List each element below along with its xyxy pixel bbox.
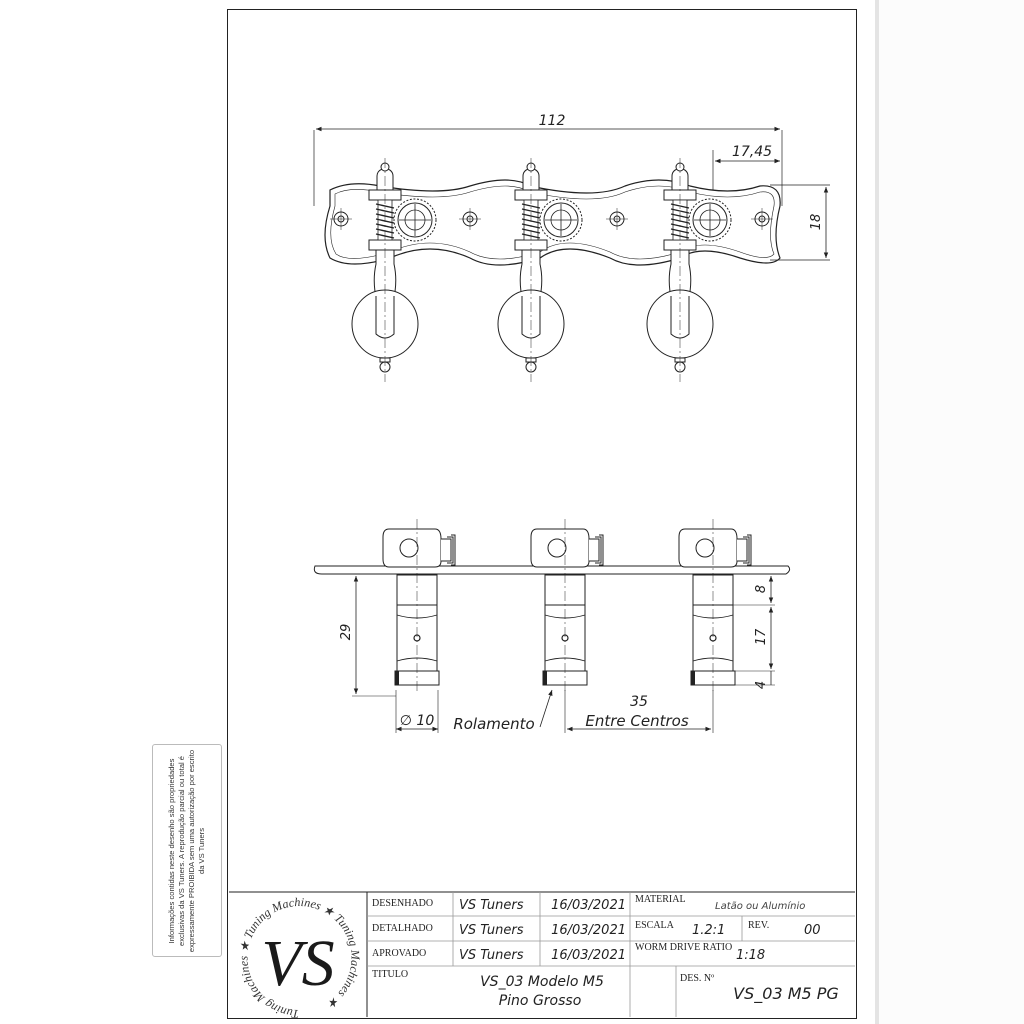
page-edge	[875, 0, 879, 1024]
dimension-plate-height: 18	[770, 184, 830, 261]
side-view: 29 8 17 4 ∅ 10 Rolamento	[313, 518, 791, 733]
dim-35-label: 35	[630, 694, 648, 710]
row-label-detailed: DETALHADO	[372, 923, 433, 934]
dim-1745-label: 17,45	[732, 144, 772, 160]
dimension-post-offset: 17,45	[712, 144, 780, 190]
drawing-number-label: DES. Nº	[680, 973, 714, 984]
tuner-side-2	[530, 518, 604, 694]
drawing-number-value: VS_03 M5 PG	[733, 984, 839, 1004]
dim-4-label: 4	[754, 681, 769, 689]
dim-29-label: 29	[339, 624, 354, 641]
rev-label: REV.	[748, 920, 769, 931]
dim-8-label: 8	[754, 585, 769, 593]
scale-value: 1.2:1	[692, 923, 725, 938]
row-label-approved: APROVADO	[372, 948, 426, 959]
row-date-detailed: 16/03/2021	[551, 923, 626, 938]
dimension-stack: 8 17 4	[733, 573, 775, 689]
screw-hole	[459, 208, 481, 230]
screw-hole	[606, 208, 628, 230]
material-label: MATERIAL	[635, 894, 686, 905]
dim-18-label: 18	[809, 214, 824, 231]
vs-tuners-logo: Tuning Machines ★ Tuning Machines ★ Tuni…	[236, 895, 362, 1021]
dimension-overall-width: 112	[313, 113, 783, 206]
side-plate	[313, 565, 791, 575]
dim-diameter-label: ∅ 10	[400, 713, 435, 729]
spacing-label: Entre Centros	[585, 712, 688, 730]
dim-112-label: 112	[539, 113, 566, 129]
copyright-notice: Informações contidas neste desenho são p…	[152, 744, 222, 957]
page-margin	[879, 0, 1024, 1024]
tuner-side-1	[382, 518, 456, 694]
scale-label: ESCALA	[635, 920, 675, 931]
screw-hole	[751, 208, 773, 230]
row-date-drawn: 16/03/2021	[551, 898, 626, 913]
row-date-approved: 16/03/2021	[551, 948, 626, 963]
drawing-frame	[227, 9, 857, 1019]
dim-17-label: 17	[754, 628, 769, 645]
title-line-2: Pino Grosso	[499, 993, 582, 1009]
screw-hole	[330, 208, 352, 230]
row-name-approved: VS Tuners	[459, 948, 524, 963]
title-block: DESENHADO VS Tuners 16/03/2021 DETALHADO…	[229, 891, 855, 1021]
title-line-1: VS_03 Modelo M5	[480, 974, 604, 990]
tuner-side-3	[678, 518, 752, 694]
top-view: 112 17,45 18	[313, 113, 830, 383]
logo-monogram: VS	[261, 927, 334, 1000]
ratio-value: 1:18	[736, 948, 765, 963]
dimension-diameter: ∅ 10	[395, 690, 439, 733]
dimension-spacing: 35 Entre Centros	[564, 690, 714, 733]
row-label-drawn: DESENHADO	[372, 898, 433, 909]
ratio-label: WORM DRIVE RATIO	[635, 942, 732, 953]
title-label: TITULO	[372, 969, 408, 980]
material-value: Latão ou Alumínio	[715, 900, 805, 912]
row-name-drawn: VS Tuners	[459, 898, 524, 913]
row-name-detailed: VS Tuners	[459, 923, 524, 938]
roller-callout: Rolamento	[453, 689, 553, 733]
rev-value: 00	[804, 923, 821, 938]
roller-label: Rolamento	[453, 715, 534, 733]
dimension-post-height: 29	[339, 573, 396, 697]
